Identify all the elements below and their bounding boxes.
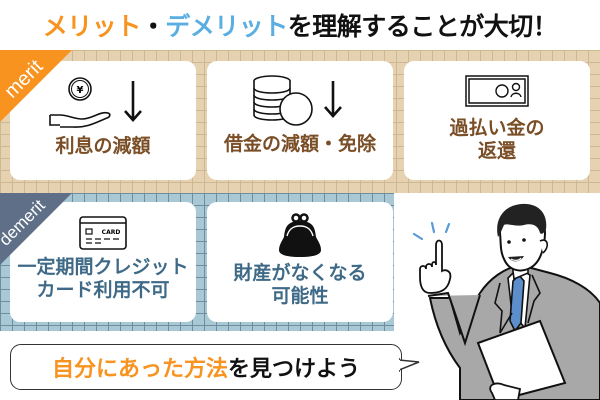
merit-ribbon: merit [0, 50, 72, 122]
merit-label-line2: 返還 [477, 140, 516, 163]
page-title: メリット ・ デメリット を理解することが大切！ [0, 0, 600, 50]
card-text: CARD [102, 229, 121, 236]
merit-label: 借金の減額・免除 [223, 133, 376, 155]
merit-label: 利息の減額 [55, 135, 151, 157]
speech-bubble-tail [399, 358, 420, 372]
demerit-ribbon-label: demerit [0, 195, 49, 250]
credit-card-icon: CARD [79, 216, 127, 250]
demerit-ribbon: demerit [0, 193, 72, 265]
sparkle-icon [412, 221, 451, 241]
merit-label-line1: 過払い金の [449, 117, 545, 139]
bubble-text: を見つけよう [228, 357, 361, 382]
title-demerit: デメリット [165, 12, 288, 41]
banknote-icon [465, 75, 529, 107]
merit-label: 過払い金の 返還 [449, 117, 544, 163]
title-rest: を理解することが大切！ [287, 12, 558, 41]
coin-purse-icon [279, 213, 321, 257]
businessman-illustration [412, 203, 600, 400]
demerit-card-asset-loss: 財産がなくなる 可能性 [207, 202, 393, 322]
merit-ribbon-label: merit [0, 55, 48, 103]
demerit-label-line1: 財産がなくなる [233, 262, 367, 284]
demerit-label-line2: カード利用不可 [36, 279, 170, 302]
speech-bubble: 自分にあった方法 を見つけよう [10, 344, 402, 390]
title-merit: メリット [42, 12, 142, 41]
demerit-label-line2: 可能性 [271, 285, 329, 308]
bubble-highlight: 自分にあった方法 [51, 357, 228, 382]
demerit-label: 一定期間クレジット カード利用不可 [17, 256, 188, 302]
merit-card-debt-reduction: 借金の減額・免除 [207, 61, 393, 180]
merit-card-overpayment-refund: 過払い金の 返還 [404, 61, 590, 180]
coin-stack-down-arrow-icon [253, 75, 342, 126]
title-separator: ・ [140, 12, 166, 41]
demerit-label: 財産がなくなる 可能性 [233, 262, 366, 308]
svg-text:¥: ¥ [77, 85, 84, 96]
